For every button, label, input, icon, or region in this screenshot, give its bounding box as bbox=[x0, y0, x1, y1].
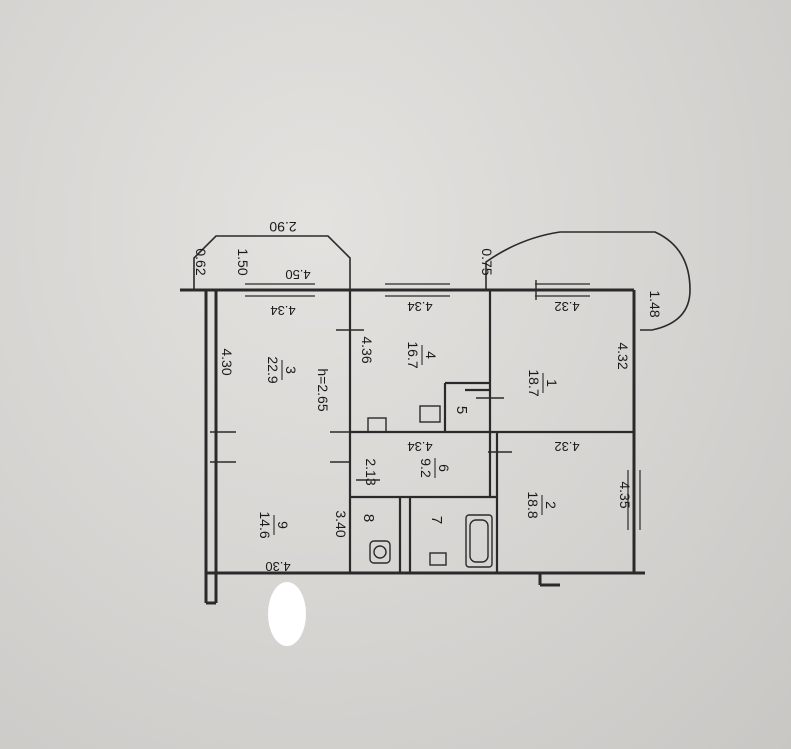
outer-walls bbox=[180, 288, 645, 605]
balcony-right bbox=[485, 231, 691, 331]
dim-ceiling-height: h=2.65 bbox=[315, 368, 331, 411]
dimension-labels: 2.90 1.50 4.50 0.62 0.75 1.48 4.34 4.30 … bbox=[193, 219, 663, 574]
sink bbox=[429, 552, 447, 566]
dim-balcony-top-wall: 4.50 bbox=[285, 267, 310, 282]
room-9-area: 14.6 bbox=[257, 511, 273, 538]
redaction-mark bbox=[268, 582, 306, 646]
dim-room3-length: 4.34 bbox=[270, 303, 295, 318]
dim-room2-width: 4.35 bbox=[617, 481, 633, 508]
room-3-area: 22.9 bbox=[265, 356, 281, 383]
room-2-area: 18.8 bbox=[525, 491, 541, 518]
dim-room2-length: 4.32 bbox=[554, 439, 579, 454]
dim-wall-top-left: 0.62 bbox=[193, 248, 209, 275]
room-4-number: 4 bbox=[423, 351, 439, 359]
dim-room9-length: 4.30 bbox=[265, 559, 290, 574]
room-9-number: 9 bbox=[275, 521, 291, 529]
kitchen-sink bbox=[419, 405, 441, 423]
windows bbox=[245, 283, 641, 530]
room-4-area: 16.7 bbox=[405, 341, 421, 368]
room-6-area: 9.2 bbox=[418, 458, 434, 478]
fixtures bbox=[367, 405, 493, 568]
dim-room4-length: 4.34 bbox=[407, 299, 432, 314]
toilet bbox=[369, 540, 391, 564]
stove-marker bbox=[367, 417, 387, 433]
room-2-number: 2 bbox=[543, 501, 559, 509]
room-3-number: 3 bbox=[283, 366, 299, 374]
room-1-area: 18.7 bbox=[526, 369, 542, 396]
inner-walls bbox=[348, 290, 634, 573]
room-1-number: 1 bbox=[544, 379, 560, 387]
dim-room6-width: 2.13 bbox=[363, 458, 379, 485]
room-8-number: 8 bbox=[360, 514, 377, 522]
dim-room9-width: 3.40 bbox=[333, 510, 349, 537]
dim-room3-width: 4.30 bbox=[219, 348, 235, 375]
dim-balcony-right-offset: 0.75 bbox=[479, 248, 495, 275]
room-labels: 1 18.7 2 18.8 3 22.9 4 16.7 5 6 9.2 7 8 … bbox=[257, 341, 560, 538]
room-6-number: 6 bbox=[436, 464, 452, 472]
dim-room6-length: 4.34 bbox=[407, 439, 432, 454]
dim-room1-width: 4.32 bbox=[615, 342, 631, 369]
dim-balcony-top-depth: 1.50 bbox=[235, 248, 251, 275]
dim-room4-width: 4.36 bbox=[359, 336, 375, 363]
balconies bbox=[193, 231, 691, 331]
dim-room1-length: 4.32 bbox=[554, 299, 579, 314]
room-7-number: 7 bbox=[428, 516, 445, 524]
dim-balcony-right-depth: 1.48 bbox=[647, 290, 663, 317]
door-marks bbox=[210, 280, 537, 481]
room-5-number: 5 bbox=[453, 406, 470, 414]
bathtub bbox=[465, 514, 493, 568]
dim-balcony-top-width: 2.90 bbox=[269, 219, 296, 235]
balcony-top bbox=[193, 235, 351, 290]
